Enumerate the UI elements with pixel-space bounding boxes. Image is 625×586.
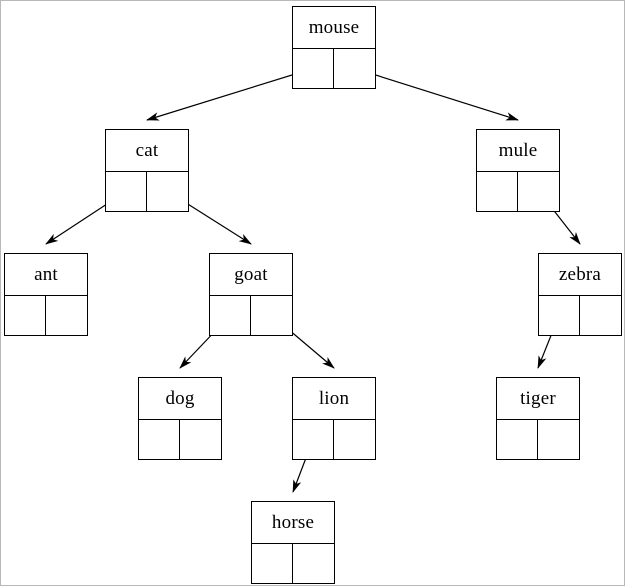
node-label: horse	[252, 502, 334, 544]
left-pointer-cell	[252, 544, 293, 584]
edge-mouse-mule	[354, 67, 519, 121]
tree-node-horse: horse	[251, 501, 335, 584]
node-label: ant	[5, 254, 87, 296]
pointer-cells	[497, 420, 579, 460]
pointer-cells	[139, 420, 221, 460]
tree-node-lion: lion	[292, 377, 376, 460]
right-pointer-cell	[180, 420, 221, 460]
pointer-cells	[5, 296, 87, 336]
left-pointer-cell	[539, 296, 580, 336]
node-label: zebra	[539, 254, 621, 296]
right-pointer-cell	[518, 172, 559, 212]
tree-node-cat: cat	[105, 129, 189, 212]
pointer-cells	[293, 420, 375, 460]
node-label: dog	[139, 378, 221, 420]
tree-node-ant: ant	[4, 253, 88, 336]
pointer-cells	[106, 172, 188, 212]
right-pointer-cell	[538, 420, 579, 460]
tree-node-mouse: mouse	[292, 6, 376, 89]
right-pointer-cell	[147, 172, 188, 212]
tree-node-mule: mule	[476, 129, 560, 212]
left-pointer-cell	[477, 172, 518, 212]
right-pointer-cell	[580, 296, 621, 336]
pointer-cells	[539, 296, 621, 336]
pointer-cells	[293, 49, 375, 89]
node-label: tiger	[497, 378, 579, 420]
node-label: goat	[210, 254, 292, 296]
tree-node-goat: goat	[209, 253, 293, 336]
right-pointer-cell	[334, 420, 375, 460]
right-pointer-cell	[293, 544, 334, 584]
left-pointer-cell	[139, 420, 180, 460]
tree-node-tiger: tiger	[496, 377, 580, 460]
left-pointer-cell	[210, 296, 251, 336]
right-pointer-cell	[46, 296, 87, 336]
pointer-cells	[477, 172, 559, 212]
node-label: lion	[293, 378, 375, 420]
pointer-cells	[252, 544, 334, 584]
node-label: cat	[106, 130, 188, 172]
edge-mouse-cat	[146, 67, 314, 121]
tree-node-dog: dog	[138, 377, 222, 460]
pointer-cells	[210, 296, 292, 336]
tree-node-zebra: zebra	[538, 253, 622, 336]
left-pointer-cell	[293, 49, 334, 89]
node-label: mouse	[293, 7, 375, 49]
node-label: mule	[477, 130, 559, 172]
left-pointer-cell	[5, 296, 46, 336]
right-pointer-cell	[251, 296, 292, 336]
left-pointer-cell	[497, 420, 538, 460]
left-pointer-cell	[293, 420, 334, 460]
right-pointer-cell	[334, 49, 375, 89]
left-pointer-cell	[106, 172, 147, 212]
